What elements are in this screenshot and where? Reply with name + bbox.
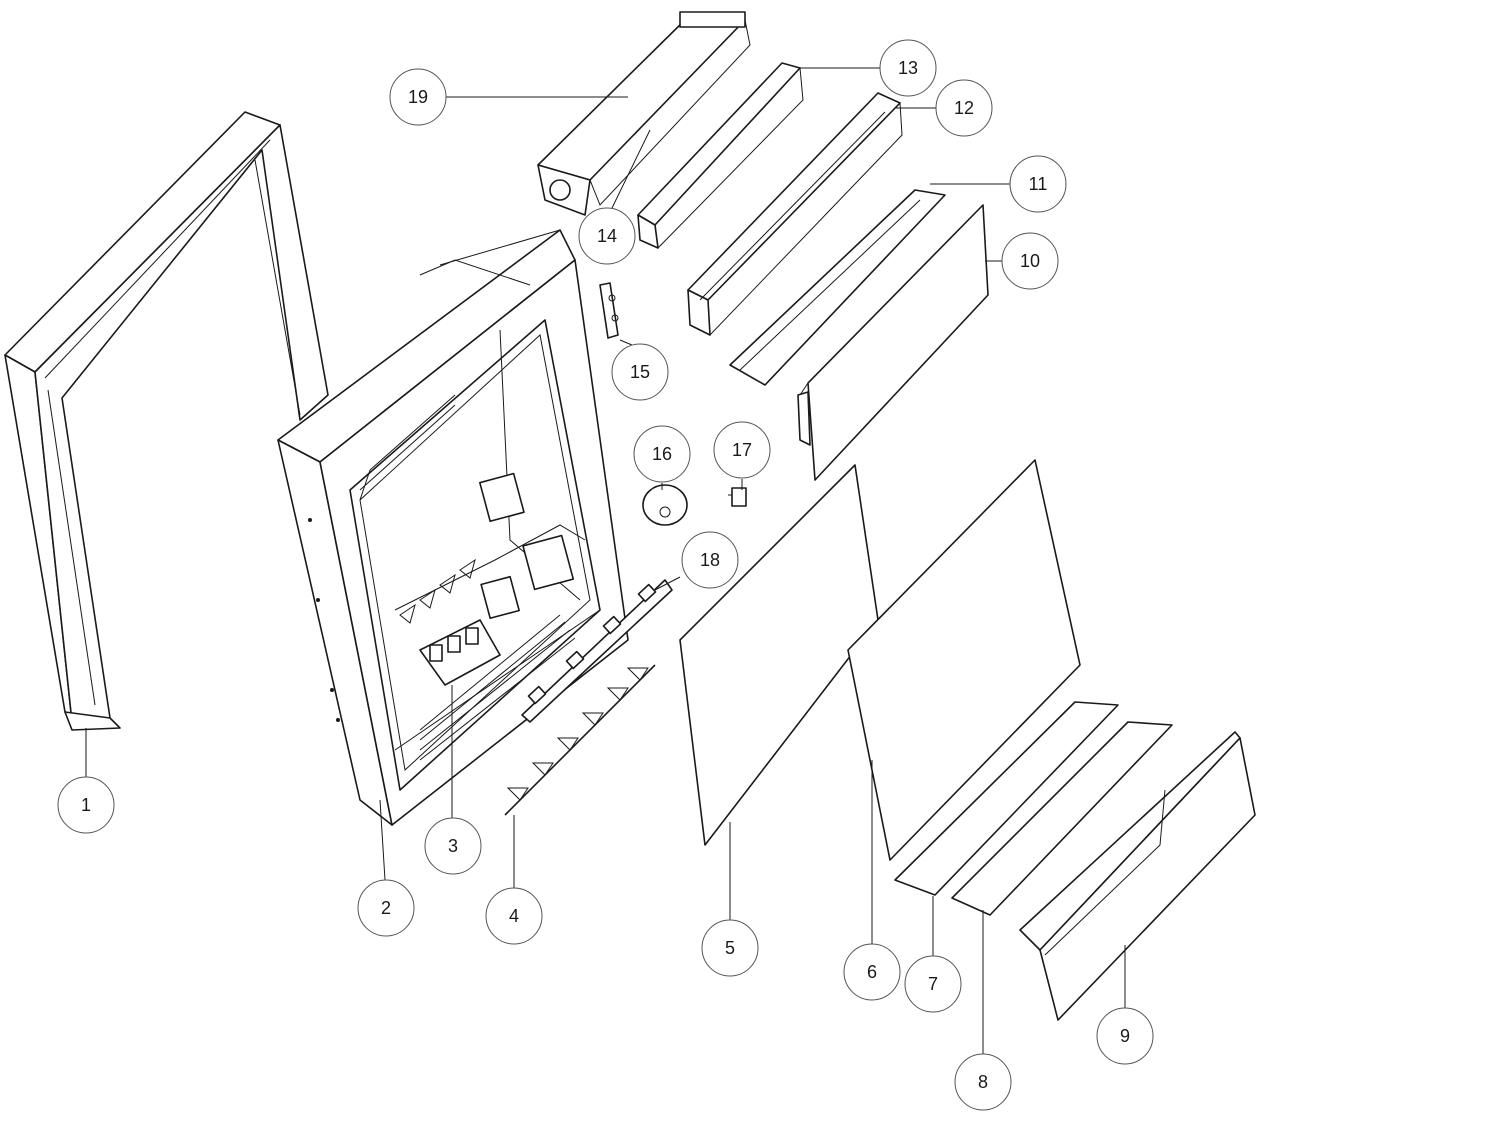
callout-9: 9 [1096,1007,1154,1065]
callout-1: 1 [57,776,115,834]
svg-text:19: 19 [408,87,428,107]
part-11-bracket-channel [729,189,946,386]
part-4-fan-rod [504,664,656,816]
part-6-rear-panel [847,459,1081,861]
part-15-bracket [599,282,619,339]
svg-text:15: 15 [630,362,650,382]
part-9-front-trim [1019,731,1256,1021]
svg-text:14: 14 [597,226,617,246]
part-10-top-trim [797,204,989,481]
callout-7: 7 [904,955,962,1013]
callout-5: 5 [701,919,759,977]
part-12-light-box [687,92,903,337]
callout-14: 14 [578,207,636,265]
callout-4: 4 [485,887,543,945]
callout-18: 18 [681,531,739,589]
part-19-flicker-assembly [537,11,751,216]
part-16-motor [642,484,688,526]
svg-text:17: 17 [732,440,752,460]
svg-text:11: 11 [1029,174,1048,194]
svg-text:8: 8 [978,1072,988,1092]
callout-13: 13 [879,39,937,97]
svg-text:13: 13 [898,58,918,78]
callout-12: 12 [935,79,993,137]
callout-3: 3 [424,817,482,875]
callout-10: 10 [1001,232,1059,290]
svg-text:4: 4 [509,906,519,926]
part-18-spacer-strip [521,579,673,723]
leader-lines [85,67,1126,1054]
svg-text:7: 7 [928,974,938,994]
callout-19: 19 [389,68,447,126]
callout-17: 17 [713,421,771,479]
callout-11: 11 [1009,155,1067,213]
callout-16: 16 [633,425,691,483]
callout-15: 15 [611,343,669,401]
part-8-base-strip [951,721,1173,916]
part-17-switch [728,487,747,507]
part-7-base-strip [894,701,1119,896]
svg-text:6: 6 [867,962,877,982]
part-2-fan-blades [399,558,476,624]
svg-text:12: 12 [954,98,974,118]
svg-text:10: 10 [1020,251,1040,271]
svg-text:2: 2 [381,898,391,918]
callout-8: 8 [954,1053,1012,1111]
callout-6: 6 [843,943,901,1001]
svg-text:1: 1 [81,795,91,815]
callout-2: 2 [357,879,415,937]
svg-text:5: 5 [725,938,735,958]
svg-text:16: 16 [652,444,672,464]
svg-text:9: 9 [1120,1026,1130,1046]
part-2-firebox-body [277,229,629,826]
part-2-burner-grille [419,614,576,761]
part-3-control-board [419,619,501,686]
svg-text:3: 3 [448,836,458,856]
part-1-outer-frame [4,111,329,731]
svg-text:18: 18 [700,550,720,570]
part-13-reflector [637,62,804,250]
